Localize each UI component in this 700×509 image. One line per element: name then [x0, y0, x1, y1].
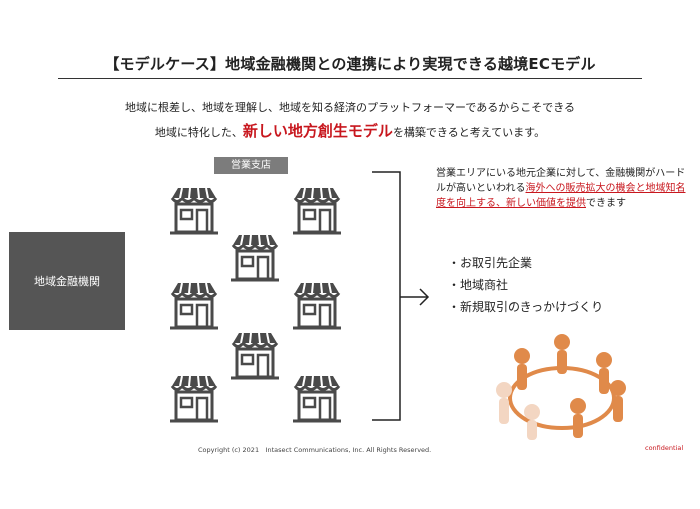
store-icon [170, 375, 218, 423]
store-icon [293, 375, 341, 423]
lead-emphasis: 新しい地方創生モデル [242, 122, 393, 140]
description-emphasis: 海外への販売拡大の機会と地域知名度を向上する、新しい価値を提供 [436, 183, 686, 209]
branch-label: 営業支店 [214, 157, 288, 174]
store-icon [293, 282, 341, 330]
lead-line-2-pre: 地域に特化した、 [154, 126, 243, 139]
footer-copyright: Copyright (c) 2021 Intasect Communicatio… [198, 446, 432, 454]
people-circle-illustration [496, 334, 626, 440]
list-item: ・新規取引のきっかけづくり [448, 300, 604, 314]
bank-box: 地域金融機関 [9, 232, 125, 330]
store-icon [170, 187, 218, 235]
bracket-arrow [372, 171, 430, 421]
title-rule [58, 78, 642, 79]
store-icon [231, 234, 279, 282]
description-post: できます [586, 198, 626, 209]
description: 営業エリアにいる地元企業に対して、金融機関がハードルが高いといわれる海外への販売… [436, 166, 692, 211]
list-item: ・お取引先企業 [448, 256, 533, 270]
bank-label: 地域金融機関 [34, 275, 100, 288]
lead-line-1: 地域に根差し、地域を理解し、地域を知る経済のプラットフォーマーであるからこそでき… [124, 101, 575, 114]
lead-line-2: 地域に特化した、新しい地方創生モデルを構築できると考えています。 [40, 120, 660, 141]
store-icon [231, 332, 279, 380]
confidential-label: confidential [645, 444, 684, 452]
bullet-list: ・お取引先企業 ・地域商社 ・新規取引のきっかけづくり [448, 252, 603, 318]
lead-line-2-post: を構築できると考えています。 [392, 126, 546, 139]
list-item: ・地域商社 [448, 278, 509, 292]
slide-title: 【モデルケース】地域金融機関との連携により実現できる越境ECモデル [104, 55, 596, 73]
description-pre: 営業エリアにいる地元企業に対して、金融機関がハードルが高いといわれる [436, 168, 686, 194]
store-icon [293, 187, 341, 235]
store-icon [170, 282, 218, 330]
